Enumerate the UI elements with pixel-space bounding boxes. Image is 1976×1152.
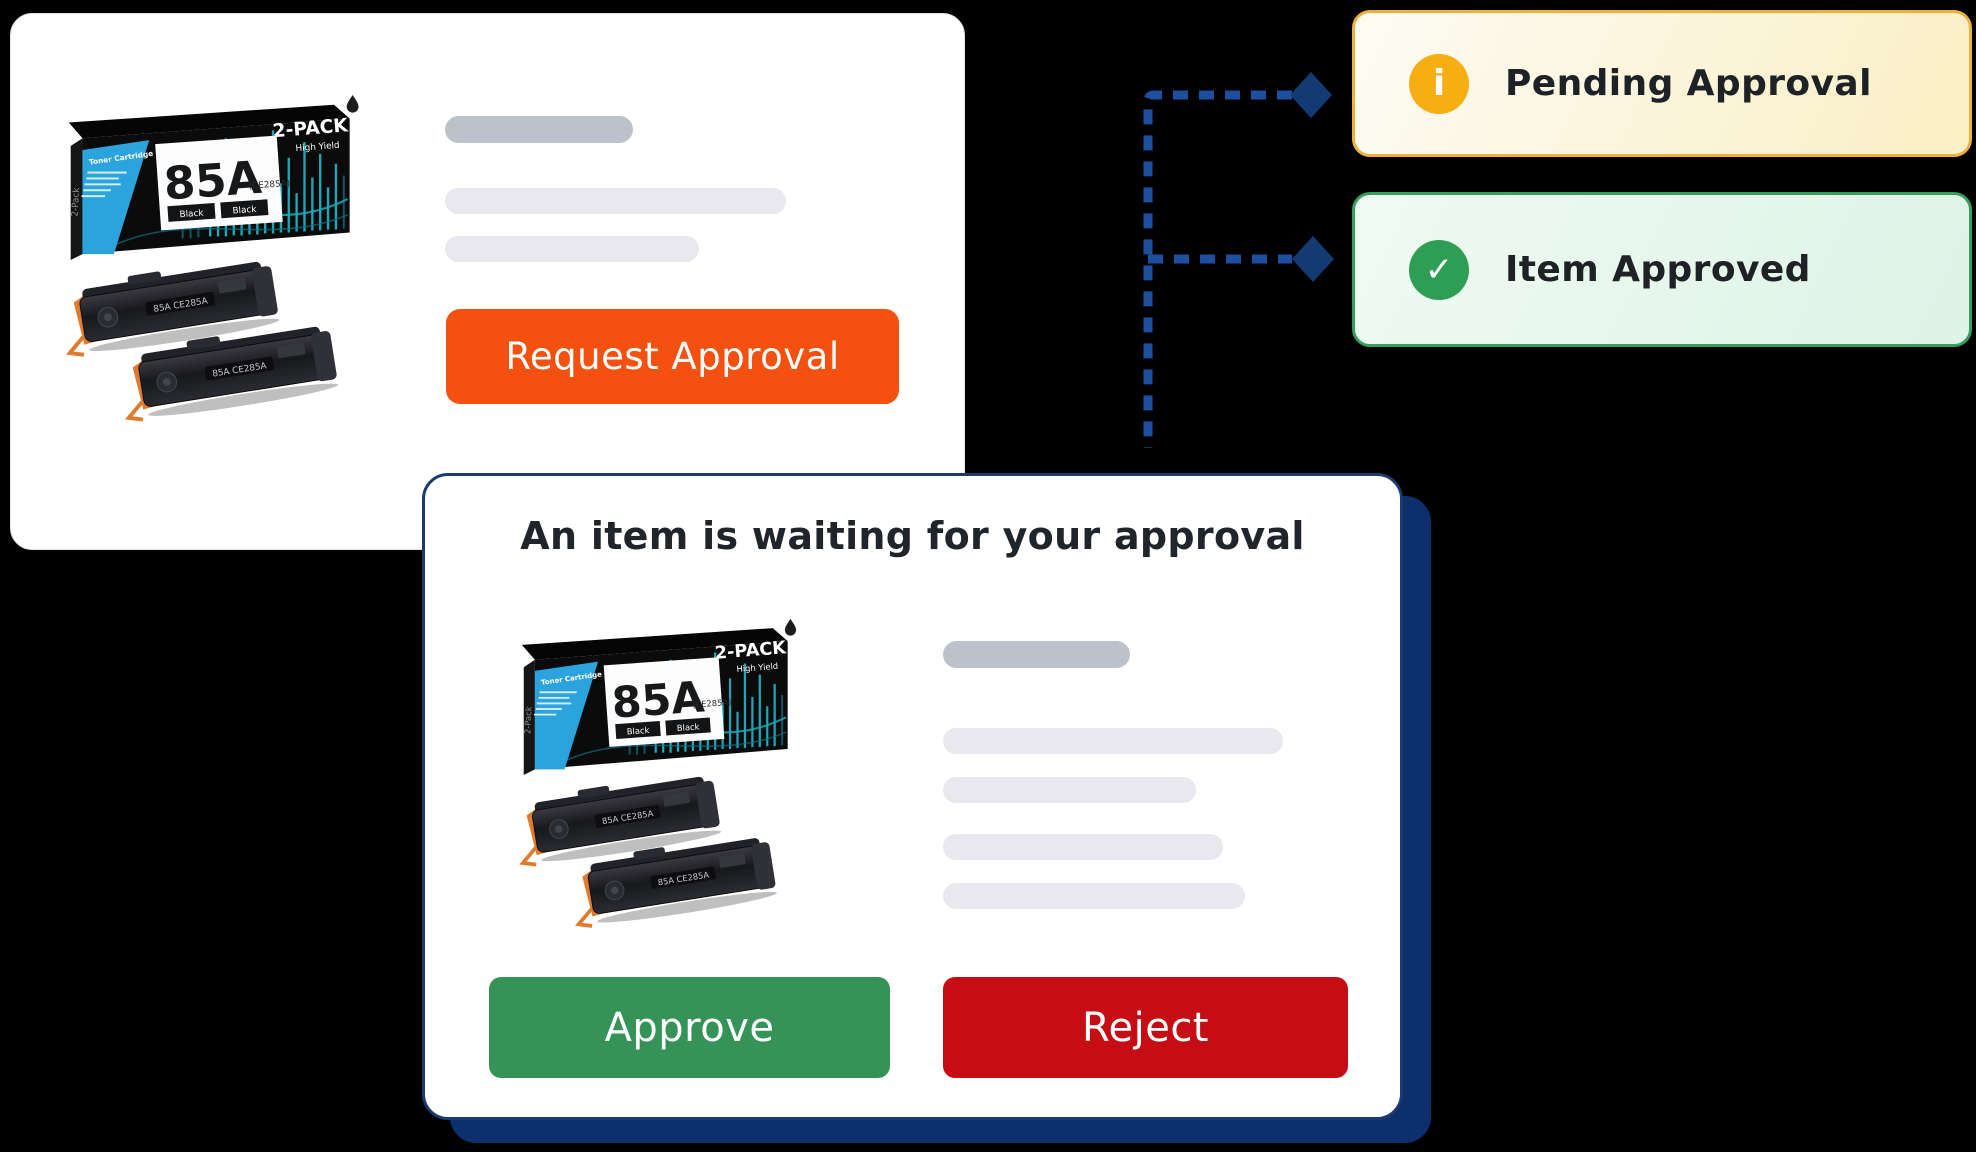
placeholder-line — [943, 777, 1196, 803]
placeholder-line — [445, 188, 786, 214]
check-icon-glyph: ✓ — [1424, 249, 1454, 290]
workflow-connector — [1143, 72, 1334, 448]
pending-approval-card: i Pending Approval — [1352, 10, 1972, 157]
info-icon-glyph: i — [1432, 63, 1446, 104]
approval-modal: An item is waiting for your approval App… — [422, 473, 1403, 1120]
placeholder-line — [943, 641, 1130, 668]
info-icon: i — [1409, 53, 1469, 114]
placeholder-line — [445, 236, 699, 262]
product-image — [507, 608, 823, 942]
request-approval-button[interactable]: Request Approval — [446, 309, 899, 404]
placeholder-line — [943, 728, 1283, 754]
modal-title: An item is waiting for your approval — [520, 514, 1305, 558]
reject-button[interactable]: Reject — [943, 977, 1348, 1078]
item-card: Request Approval — [10, 13, 965, 550]
item-approved-card: ✓ Item Approved — [1352, 192, 1972, 347]
product-image — [53, 84, 387, 436]
connector-line — [1143, 90, 1292, 448]
placeholder-line — [943, 834, 1223, 860]
item-approved-label: Item Approved — [1505, 249, 1811, 290]
pending-approval-label: Pending Approval — [1505, 63, 1872, 104]
connector-arrow-diamond — [1292, 236, 1334, 282]
placeholder-line — [445, 116, 633, 143]
approve-button[interactable]: Approve — [489, 977, 890, 1078]
connector-arrow-diamond — [1290, 72, 1332, 118]
placeholder-line — [943, 883, 1245, 909]
check-icon: ✓ — [1409, 239, 1469, 300]
